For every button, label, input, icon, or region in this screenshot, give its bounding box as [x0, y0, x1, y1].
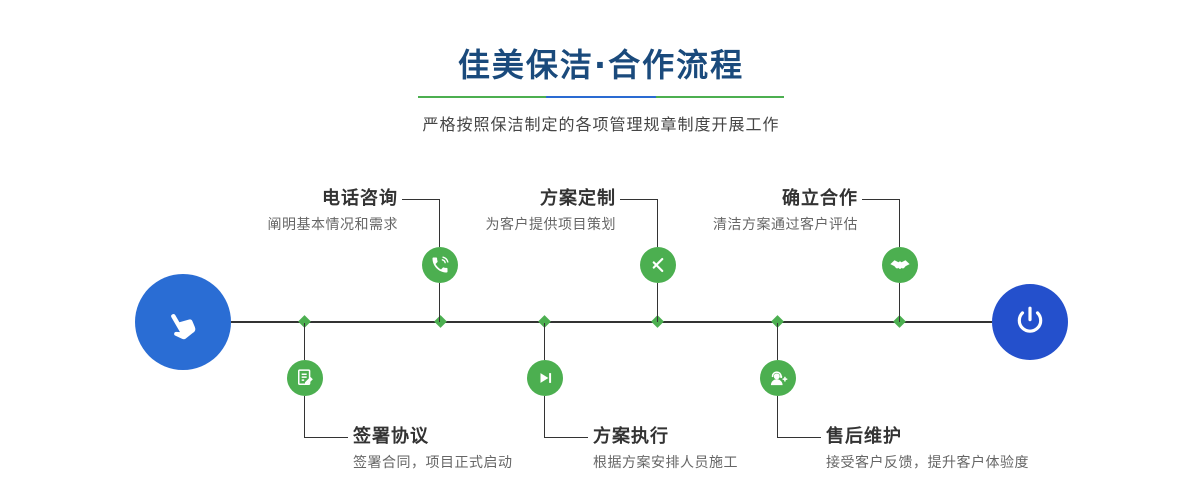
- connector-line: [657, 199, 658, 247]
- step-title: 电话咨询: [322, 188, 398, 209]
- connector-line: [862, 199, 900, 200]
- connector-line: [545, 437, 588, 438]
- step-plan-customize-node: [640, 247, 676, 283]
- step-phone-consult-node: [422, 247, 458, 283]
- timeline-start-node: [135, 274, 231, 370]
- title-underline: [418, 96, 784, 98]
- connector-line: [899, 199, 900, 247]
- phone-icon: [432, 256, 449, 273]
- connector-line: [439, 199, 440, 247]
- step-desc: 阐明基本情况和需求: [267, 217, 398, 233]
- connector-line: [657, 283, 658, 322]
- step-establish-coop-node: [882, 247, 918, 283]
- step-desc: 签署合同，项目正式启动: [353, 455, 513, 471]
- connector-line: [777, 323, 778, 360]
- step-establish-coop-text: 确立合作 清洁方案通过客户评估: [713, 187, 858, 235]
- connector-line: [439, 283, 440, 322]
- hand-pointer-icon: [171, 313, 196, 340]
- connector-line: [544, 323, 545, 360]
- step-title: 方案执行: [593, 426, 669, 447]
- step-after-sales-text: 售后维护 接受客户反馈，提升客户体验度: [826, 425, 1029, 473]
- design-icon: [652, 257, 664, 273]
- connector-line: [304, 396, 305, 438]
- step-desc: 接受客户反馈，提升客户体验度: [826, 455, 1029, 471]
- step-desc: 清洁方案通过客户评估: [713, 217, 858, 233]
- timeline-end-node: [992, 284, 1068, 360]
- step-sign-agreement-node: [287, 360, 323, 396]
- step-phone-consult-text: 电话咨询 阐明基本情况和需求: [268, 187, 399, 235]
- step-plan-customize-text: 方案定制 为客户提供项目策划: [486, 187, 617, 235]
- handshake-icon: [890, 260, 910, 269]
- step-title: 确立合作: [782, 188, 858, 209]
- connector-line: [899, 283, 900, 322]
- connector-line: [778, 437, 821, 438]
- connector-line: [304, 323, 305, 360]
- page-subtitle: 严格按照保洁制定的各项管理规章制度开展工作: [422, 115, 780, 134]
- contract-icon: [298, 369, 313, 386]
- page-title: 佳美保洁·合作流程: [457, 46, 745, 84]
- timeline-line: [231, 321, 992, 323]
- step-title: 售后维护: [826, 426, 902, 447]
- step-desc: 根据方案安排人员施工: [593, 455, 738, 471]
- connector-line: [620, 199, 658, 200]
- step-title: 签署协议: [353, 426, 429, 447]
- step-after-sales-node: [760, 360, 796, 396]
- step-title: 方案定制: [540, 188, 616, 209]
- step-plan-execute-text: 方案执行 根据方案安排人员施工: [593, 425, 738, 473]
- support-icon: [770, 371, 788, 386]
- connector-line: [777, 396, 778, 438]
- connector-line: [402, 199, 440, 200]
- connector-line: [544, 396, 545, 438]
- execute-icon: [540, 373, 552, 383]
- step-desc: 为客户提供项目策划: [485, 217, 616, 233]
- power-icon: [1017, 306, 1043, 333]
- connector-line: [305, 437, 348, 438]
- step-sign-agreement-text: 签署协议 签署合同，项目正式启动: [353, 425, 513, 473]
- timeline-junction-diamond: [434, 315, 447, 328]
- step-plan-execute-node: [527, 360, 563, 396]
- title-underline-accent: [546, 96, 656, 98]
